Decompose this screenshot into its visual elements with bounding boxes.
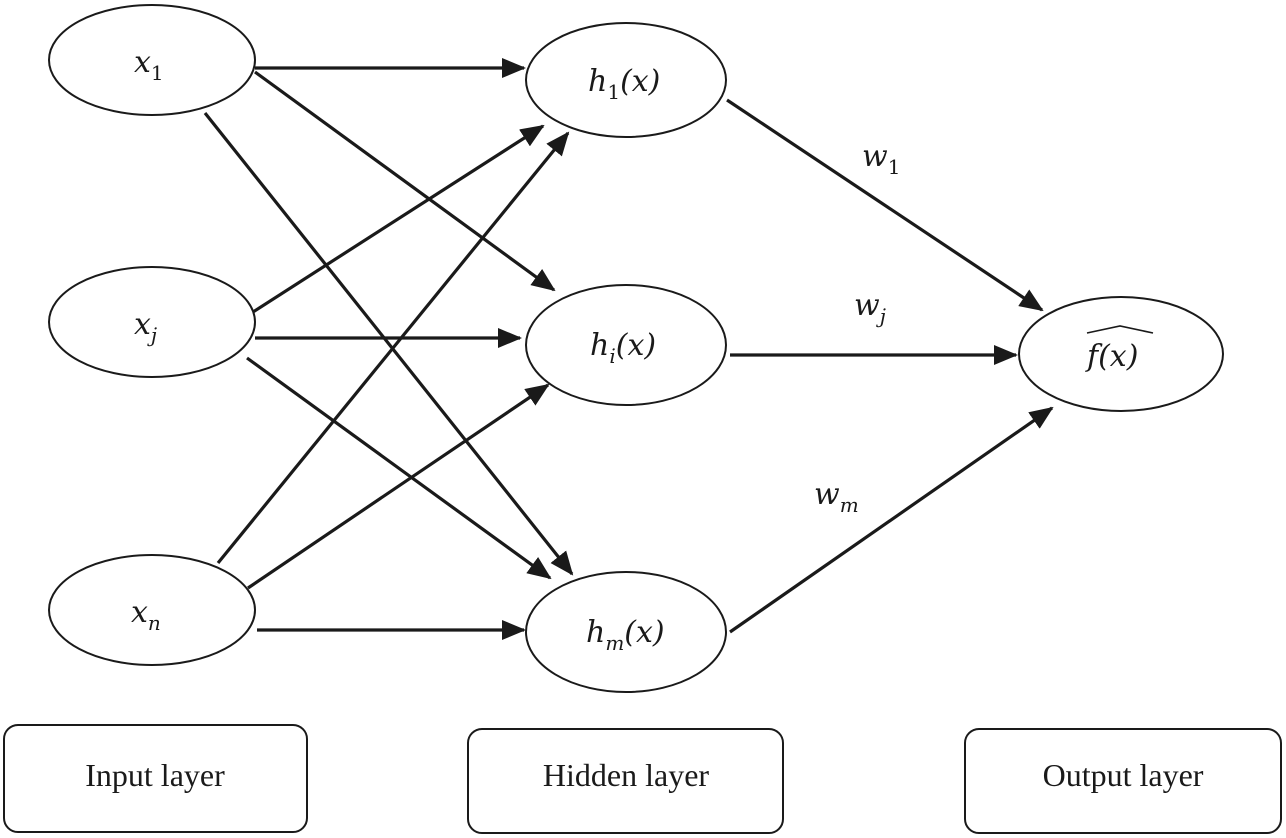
- hidden-node-hm: hm(x): [525, 571, 727, 693]
- node-base: x: [134, 45, 151, 80]
- hat-accent: [1086, 325, 1154, 334]
- svg-text:hi(x): hi(x): [590, 328, 656, 368]
- layer-label-hidden-text: Hidden layer: [543, 757, 710, 793]
- edge-xj-h1: [252, 124, 545, 314]
- node-base: h: [590, 328, 609, 363]
- edge-xn-h1: [216, 131, 570, 565]
- edge-x1-hm: [203, 112, 574, 576]
- input-node-xn: xn: [48, 554, 256, 666]
- node-arg: (x): [624, 615, 664, 650]
- edge-xj-hm: [246, 356, 552, 580]
- node-arg: (x): [616, 328, 656, 363]
- svg-text:xn: xn: [131, 595, 161, 635]
- output-node: f(x): [1018, 296, 1224, 412]
- edge-h1-out: [726, 98, 1044, 312]
- weight-label-wm: wm: [814, 477, 859, 517]
- output-label: f(x): [1085, 339, 1138, 374]
- layer-label-input: Input layer: [3, 724, 308, 833]
- layer-label-input-text: Input layer: [85, 757, 225, 793]
- node-sub: n: [148, 611, 161, 635]
- node-base: x: [131, 595, 148, 630]
- node-base: x: [134, 307, 151, 342]
- node-sub: m: [605, 631, 624, 655]
- weight-label-wj: wj: [854, 288, 886, 328]
- svg-text:h1(x): h1(x): [588, 64, 660, 104]
- node-base: h: [586, 615, 605, 650]
- node-sub: 1: [607, 80, 620, 104]
- node-sub: 1: [151, 61, 164, 85]
- svg-text:xj: xj: [134, 307, 157, 347]
- layer-label-hidden: Hidden layer: [467, 728, 784, 834]
- edges-hidden-output: [726, 98, 1054, 634]
- edges-input-hidden: [203, 58, 574, 640]
- edge-x1-hi: [254, 70, 556, 292]
- edge-xn-hi: [247, 383, 550, 590]
- edge-hm-out: [729, 406, 1054, 634]
- hidden-node-h1: h1(x): [525, 22, 727, 138]
- layer-label-output-text: Output layer: [1043, 757, 1204, 793]
- node-arg: (x): [620, 64, 660, 99]
- hidden-node-hi: hi(x): [525, 284, 727, 406]
- layer-label-output: Output layer: [964, 728, 1282, 834]
- svg-text:hm(x): hm(x): [586, 615, 665, 655]
- input-node-xj: xj: [48, 266, 256, 378]
- svg-text:x1: x1: [134, 45, 164, 85]
- node-base: h: [588, 64, 607, 99]
- node-sub: j: [147, 323, 157, 347]
- weight-label-w1: w1: [862, 139, 900, 179]
- input-node-x1: x1: [48, 4, 256, 116]
- node-sub: i: [609, 344, 615, 368]
